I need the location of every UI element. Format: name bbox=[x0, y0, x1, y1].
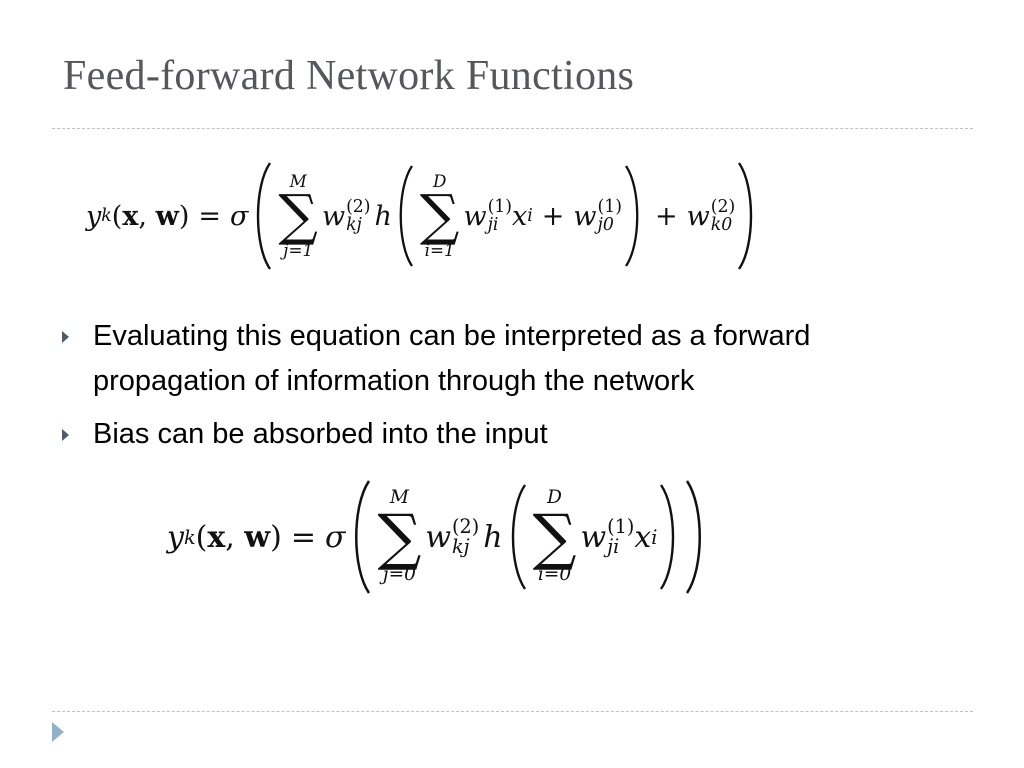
eq2-outer-left-paren bbox=[355, 480, 371, 594]
eq2-w2: w (2)kj bbox=[425, 514, 480, 558]
eq1-inner-right-paren bbox=[625, 165, 639, 267]
eq1-inner-sum-lower: i=1 bbox=[424, 240, 455, 261]
eq2-y: y bbox=[167, 519, 184, 555]
eq1-outer-right-paren bbox=[738, 162, 753, 270]
bullet-text: Evaluating this equation can be interpre… bbox=[93, 320, 811, 397]
eq1-x: x bbox=[512, 200, 528, 232]
eq1-h: h bbox=[374, 200, 392, 232]
eq2-y-sub: k bbox=[183, 525, 196, 549]
bullet-text: Bias can be absorbed into the input bbox=[93, 418, 548, 450]
eq2-outer-sum-upper: M bbox=[389, 487, 409, 509]
eq2-outer-right-paren bbox=[686, 480, 702, 594]
bullet-arrow-icon bbox=[62, 331, 69, 343]
eq2-inner-sum-lower: i=0 bbox=[537, 564, 572, 586]
eq1-sigma: σ bbox=[229, 200, 249, 232]
sum-icon: ∑ bbox=[278, 183, 318, 248]
sum-icon: ∑ bbox=[532, 500, 577, 573]
eq1-outer-left-paren bbox=[257, 162, 272, 270]
eq1-bias2: w (2)k0 bbox=[686, 196, 736, 235]
eq2-x: x bbox=[634, 519, 652, 555]
eq2-inner-sum: D ∑ i=0 bbox=[533, 489, 577, 585]
bullet-item: Bias can be absorbed into the input bbox=[62, 412, 962, 457]
eq1-w1: w (1)ji bbox=[463, 196, 513, 235]
bullet-list: Evaluating this equation can be interpre… bbox=[62, 314, 962, 465]
eq1-args: (x, w) bbox=[111, 200, 190, 232]
eq2-args: (x, w) bbox=[195, 519, 282, 555]
eq2-outer-sum-lower: j=0 bbox=[382, 564, 416, 586]
eq2-sigma: σ bbox=[324, 519, 346, 555]
eq2-inner-sum-upper: D bbox=[547, 487, 562, 509]
eq2-equals: = bbox=[290, 519, 316, 555]
footer-divider bbox=[52, 711, 973, 712]
eq1-y-sub: k bbox=[101, 206, 112, 226]
eq1-inner-sum: D ∑ i=1 bbox=[420, 173, 460, 259]
next-slide-arrow-icon[interactable] bbox=[52, 722, 64, 742]
eq1-bias1: w (1)j0 bbox=[573, 196, 623, 235]
eq1-inner-sum-upper: D bbox=[432, 170, 447, 191]
eq1-w2: w (2)kj bbox=[321, 196, 371, 235]
slide-title: Feed-forward Network Functions bbox=[63, 53, 635, 99]
sum-icon: ∑ bbox=[419, 183, 460, 248]
eq1-inner-left-paren bbox=[399, 165, 413, 267]
eq1-y: y bbox=[86, 200, 102, 232]
bullet-arrow-icon bbox=[62, 429, 69, 441]
eq2-inner-right-paren bbox=[660, 484, 675, 590]
eq1-x-sub: i bbox=[527, 206, 533, 226]
eq1-outer-sum-upper: M bbox=[289, 170, 307, 191]
eq2-inner-left-paren bbox=[511, 484, 526, 590]
eq1-equals: = bbox=[198, 200, 221, 232]
eq1-outer-sum-lower: j=1 bbox=[283, 240, 314, 261]
eq2-x-sub: i bbox=[651, 525, 658, 549]
eq1-outer-sum: M ∑ j=1 bbox=[278, 173, 318, 259]
eq1-plus-1: + bbox=[541, 200, 565, 232]
eq2-outer-sum: M ∑ j=0 bbox=[377, 489, 421, 585]
eq2-w1: w (1)ji bbox=[580, 514, 635, 558]
eq2-h: h bbox=[483, 519, 503, 555]
eq1-plus-2: + bbox=[655, 200, 678, 232]
title-divider bbox=[52, 128, 973, 129]
bullet-item: Evaluating this equation can be interpre… bbox=[62, 314, 962, 404]
sum-icon: ∑ bbox=[377, 500, 422, 573]
